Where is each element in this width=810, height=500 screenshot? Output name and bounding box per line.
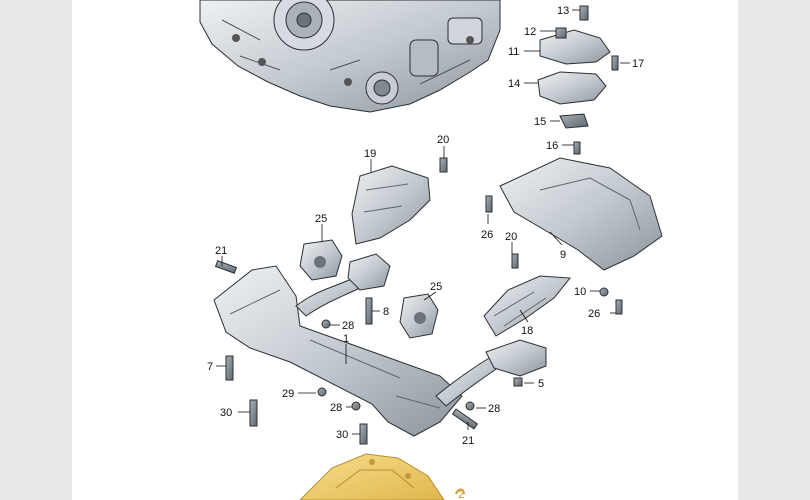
part-label-19: 19 [364,148,376,160]
part-label-9: 9 [560,249,566,261]
part-label-2: 2 [458,489,464,500]
part-label-15: 15 [534,116,546,128]
part-label-29: 29 [282,388,294,400]
part-label-20-top: 20 [437,134,449,146]
part-label-1: 1 [343,333,349,345]
part-label-16: 16 [546,140,558,152]
part-label-28-right: 28 [488,403,500,415]
fasteners [214,260,523,445]
engine-mounts [299,239,439,339]
highlighted-part-oil-pan [299,453,465,500]
part-label-25-left: 25 [315,213,327,225]
leader-lines [216,9,630,435]
part-label-12: 12 [524,26,536,38]
part-label-30-lower: 30 [336,429,348,441]
part-label-11: 11 [508,46,519,58]
part-label-28-left: 28 [330,402,342,414]
upper-right-mount-parts [485,5,663,315]
subframe-crossmember [213,253,547,437]
part-label-26-upper: 26 [481,229,493,241]
right-heat-shield [483,275,571,337]
part-label-26-lower: 26 [588,308,600,320]
part-label-14: 14 [508,78,520,90]
part-label-21-lower: 21 [462,435,474,447]
part-label-17: 17 [632,58,644,70]
part-label-8: 8 [383,306,389,318]
part-label-21-top: 21 [215,245,227,257]
part-label-7: 7 [207,361,213,373]
engine-gearbox-illustration [199,0,501,113]
part-label-30-left: 30 [220,407,232,419]
left-heat-shield [351,157,448,245]
part-label-13: 13 [557,5,569,17]
part-label-28-upper: 28 [342,320,354,332]
part-label-5: 5 [538,378,544,390]
part-label-25-right: 25 [430,281,442,293]
part-label-18: 18 [521,325,533,337]
part-label-10: 10 [574,286,586,298]
part-number-labels: 13 12 11 17 14 15 16 20 19 25 21 8 28 25… [207,5,644,500]
part-label-20-right: 20 [505,231,517,243]
